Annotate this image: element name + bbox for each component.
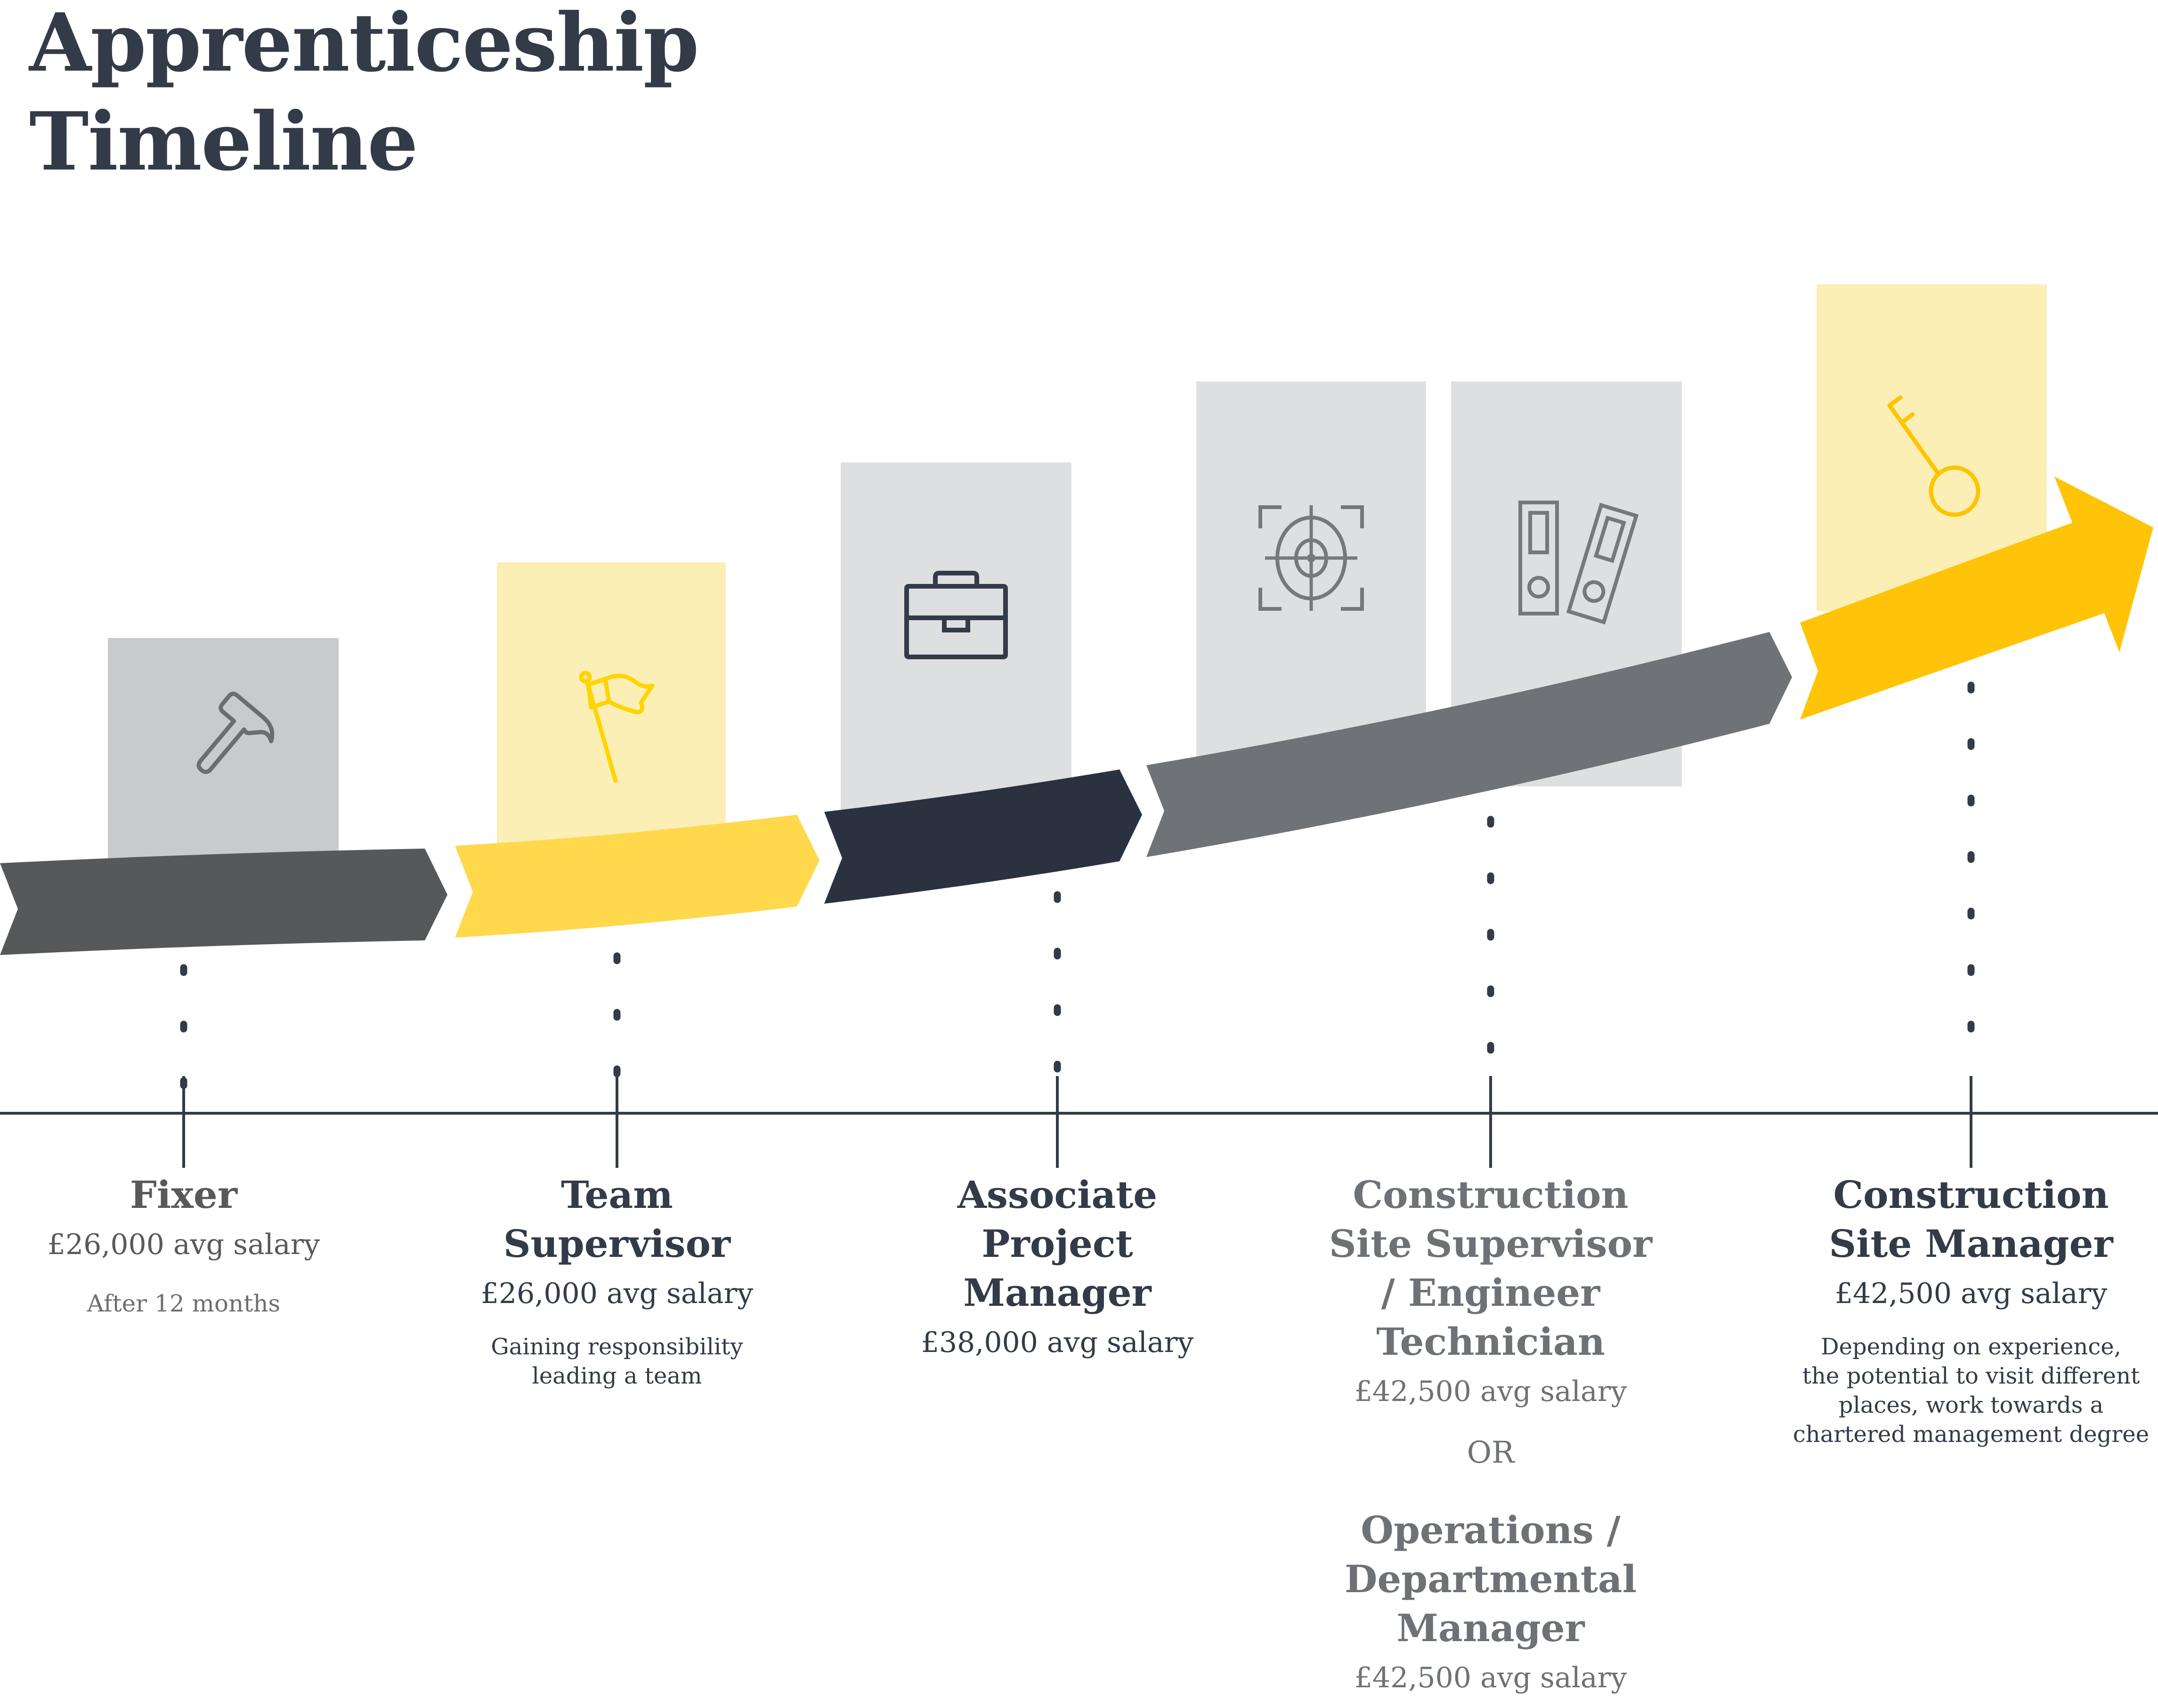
stage-alt-salary: £42,500 avg salary	[1354, 1661, 1627, 1694]
stage-box-associate-project-manager	[841, 462, 1071, 829]
page-title: Apprenticeship Timeline	[29, 0, 699, 191]
hammer-icon	[196, 691, 275, 774]
stage-salary: £42,500 avg salary	[1834, 1277, 2108, 1310]
stage-title: Fixer	[130, 1173, 237, 1217]
timeline-band-segment-4	[1146, 632, 1792, 857]
stage-alt-title: Operations / Departmental Manager	[1344, 1508, 1637, 1650]
stage-label-associate-project-manager: Associate Project Manager £38,000 avg sa…	[845, 1170, 1269, 1360]
or-label: OR	[1467, 1435, 1515, 1470]
stage-note: Gaining responsibility leading a team	[491, 1334, 743, 1389]
timeline-band-segment-2	[455, 815, 819, 938]
stage-salary: £26,000 avg salary	[480, 1277, 754, 1310]
alternative-role-block: Operations / Departmental Manager £42,50…	[1279, 1506, 1703, 1696]
flag-icon	[579, 671, 655, 783]
stage-label-construction-site-supervisor: Construction Site Supervisor / Engineer …	[1279, 1170, 1703, 1696]
stage-title: Associate Project Manager	[957, 1173, 1158, 1315]
stage-salary: £42,500 avg salary	[1354, 1375, 1627, 1408]
timeline-arrow-segment	[1800, 477, 2153, 720]
timeline-band-segment-3	[824, 769, 1142, 904]
stage-label-team-supervisor: Team Supervisor £26,000 avg salary Gaini…	[405, 1170, 829, 1391]
stage-salary: £26,000 avg salary	[47, 1228, 320, 1261]
page-title-line-2: Timeline	[29, 95, 418, 189]
stage-note: After 12 months	[87, 1290, 281, 1317]
key-icon	[1887, 395, 1980, 517]
stage-salary: £38,000 avg salary	[921, 1326, 1194, 1359]
stage-title: Construction Site Manager	[1829, 1173, 2113, 1266]
stage-label-fixer: Fixer £26,000 avg salary After 12 months	[0, 1170, 396, 1318]
stage-title: Team Supervisor	[503, 1173, 731, 1266]
target-icon	[1258, 505, 1364, 611]
stage-title: Construction Site Supervisor / Engineer …	[1329, 1173, 1653, 1364]
page-title-line-1: Apprenticeship	[29, 0, 699, 90]
briefcase-icon	[904, 571, 1008, 659]
stage-label-construction-site-manager: Construction Site Manager £42,500 avg sa…	[1759, 1170, 2158, 1449]
timeline-band-segment-1	[0, 849, 447, 955]
stage-note: Depending on experience, the potential t…	[1793, 1334, 2150, 1448]
binders-icon	[1518, 501, 1639, 625]
